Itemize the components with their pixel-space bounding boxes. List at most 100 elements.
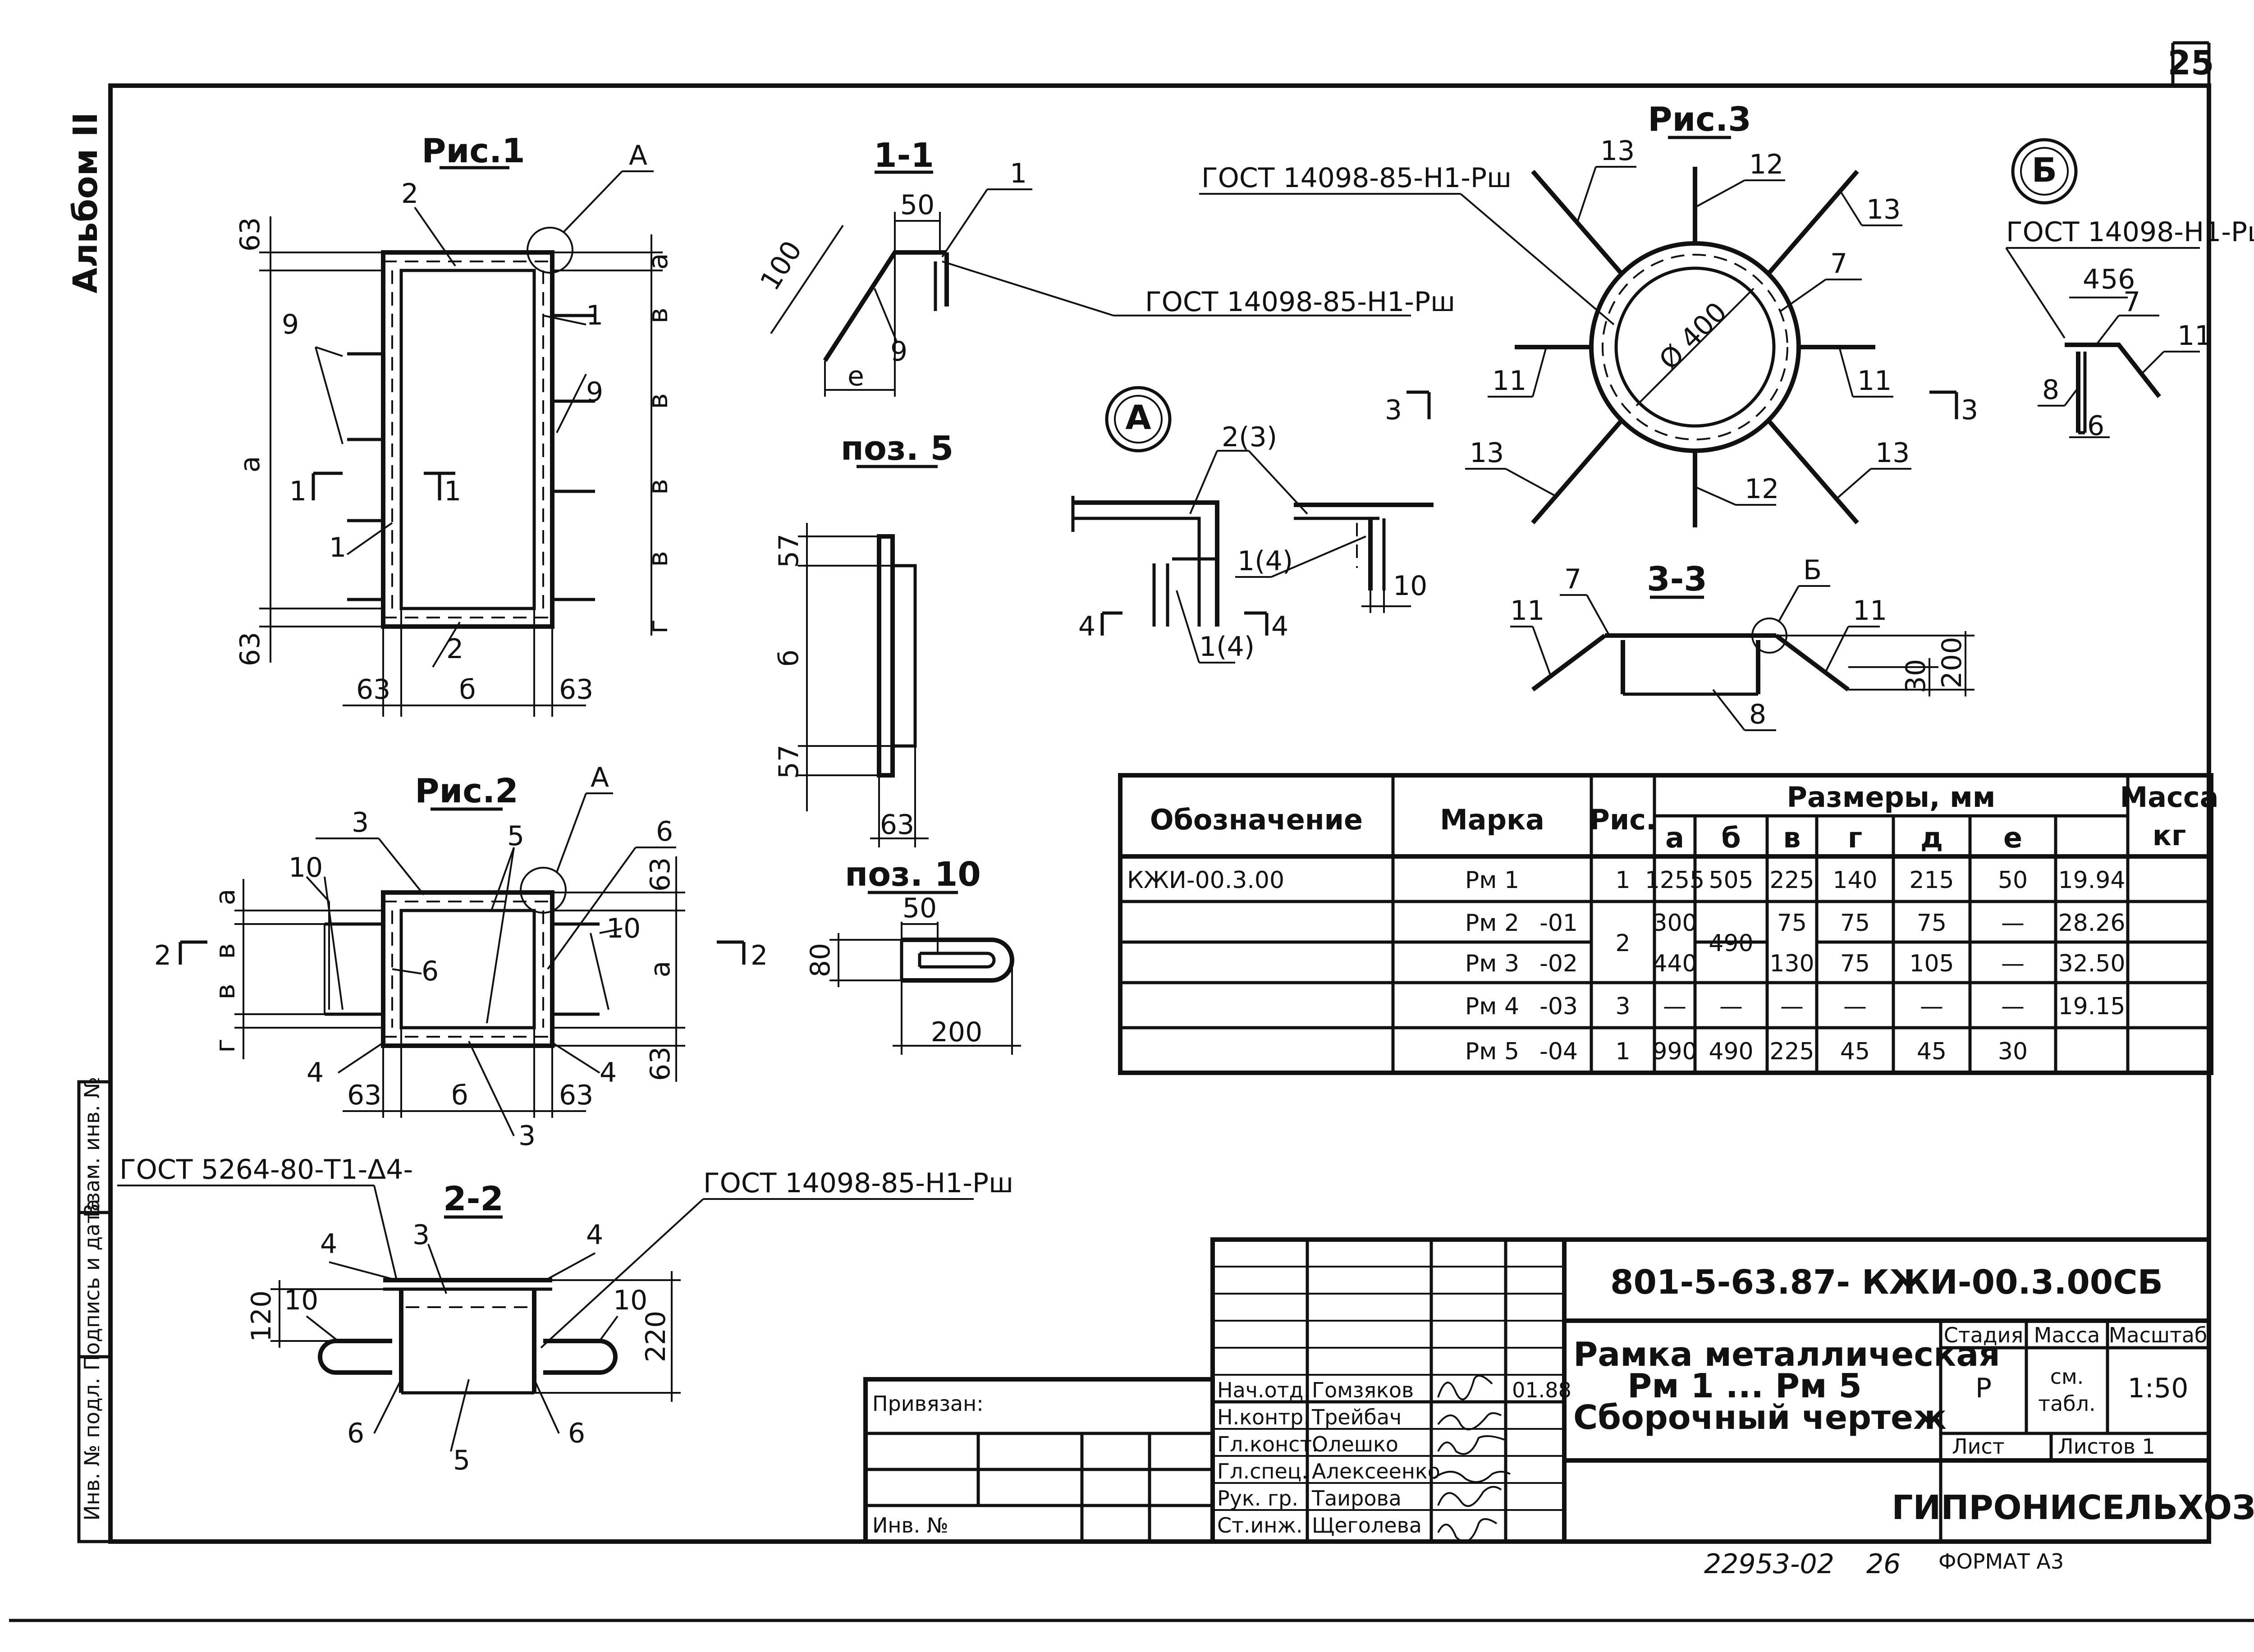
detail-a-section-left: 4 [1078,611,1095,642]
detail-a-section-right: 4 [1271,611,1288,642]
title-line-3: Сборочный чертеж [1573,1398,1947,1437]
th-size-g: г [1848,821,1862,854]
fig1-dim-v3: в [642,479,674,494]
fig1-dim-v4: в [642,551,674,567]
fig2-dim-top: 63 [645,857,676,892]
fig1-section-left: 1 [289,476,307,507]
cell-des: -02 [1539,950,1578,977]
fig2-dim-a: а [210,889,241,906]
title-block: 801-5-63.87- КЖИ-00.3.00СБ Рамка металли… [1210,1237,2254,1544]
spec-table: Обозначение Марка Рис. Размеры, мм Масса… [1118,773,2218,1075]
detail-b-dim-56: 56 [2101,264,2135,295]
cell-d: 105 [1909,950,1954,977]
sec33-part-7: 7 [1564,563,1581,595]
sheet-format: ФОРМАТ А3 [1938,1549,2064,1574]
cell-mass: 32.50 [2058,950,2126,977]
cell-mark: Рм 5 [1465,1038,1519,1065]
fig2-part-4-right: 4 [600,1057,617,1089]
cell-e: — [2001,993,2025,1020]
sec11-dim-e: е [848,361,864,392]
position-10: поз. 10 50 80 200 [805,855,1021,1055]
fig1-dim-a: а [642,253,674,270]
fig1-part-2-bottom: 2 [446,633,463,665]
fig2-dim-g: г [210,1039,241,1053]
pos10-dim-80: 80 [805,943,836,977]
cell-mass: 19.15 [2058,993,2126,1020]
sec33-dim-30: 30 [1900,659,1932,693]
fig1-dim-width: б [459,674,476,705]
fig2-section-left: 2 [154,940,171,971]
detail-b-part-11: 11 [2177,320,2212,352]
archive-page: 26 [1866,1548,1901,1580]
mass-header: Масса [2034,1323,2100,1347]
cell-v: 225 [1769,1038,1814,1065]
mass-value-1: см. [2050,1364,2084,1389]
th-sizes: Размеры, мм [1787,781,1996,814]
sec22-part-5: 5 [453,1445,470,1476]
sheet-header: Лист [1952,1434,2005,1459]
detail-b-label: Б [2032,151,2057,190]
role-label: Рук. гр. [1217,1486,1298,1510]
cell-e: — [2001,950,2025,977]
cell-fig: 3 [1615,993,1630,1020]
left-strip: Инв. № подл. Подпись и дата Взам. инв. № [77,1077,112,1543]
sec11-part-1: 1 [1010,158,1027,189]
sec11-dim-50: 50 [900,189,935,221]
cell-e: 50 [1998,867,2028,894]
cell-e: 30 [1998,1038,2028,1065]
fig1-part-2-top: 2 [401,178,418,210]
cell-d: 75 [1917,910,1947,937]
pos5-title: поз. 5 [841,429,953,468]
detail-a-part-14-right: 1(4) [1237,545,1293,577]
fig1-dim-right: 63 [559,674,593,705]
sec22-gost-right: ГОСТ 14098-85-Н1-Рш [703,1167,1013,1199]
cell-a: — [1663,993,1686,1020]
detail-b-part-7: 7 [2123,286,2140,318]
cell-mass: 28.26 [2058,910,2126,937]
th-mass-unit: кг [2153,819,2186,852]
sec22-part-4-right: 4 [586,1219,603,1251]
fig2-part-10-right: 10 [606,913,641,944]
fig2-section-right: 2 [751,940,768,971]
person-name: Таирова [1311,1486,1402,1510]
sheet-frame: 25 Альбом II [9,41,2254,1622]
fig2-callout: А [591,762,609,793]
role-label: Нач.отд. [1217,1378,1310,1402]
sheet-number: 25 [2168,44,2214,82]
fig2-dim-v2: в [210,984,241,999]
sec22-title: 2-2 [443,1180,504,1218]
fig3-part-13-tl: 13 [1600,135,1635,167]
cell-a: 300 [1652,910,1697,937]
sec22-part-3: 3 [412,1219,430,1251]
binding-label: Привязан: [872,1391,984,1416]
sec22-part-6-right: 6 [568,1418,585,1449]
cell-b: — [1719,993,1743,1020]
fig2-part-4-left: 4 [307,1057,324,1089]
sec22-part-4-left: 4 [320,1228,337,1260]
fig3-part-13-br: 13 [1875,437,1910,469]
fig2-part-5: 5 [507,820,524,852]
th-fig: Рис. [1589,803,1656,836]
fig3-title: Рис.3 [1648,100,1751,139]
fig1-callout: А [629,140,647,171]
cell-v: 225 [1769,867,1814,894]
person-name: Щеголева [1312,1513,1422,1538]
sec22-dim-220: 220 [640,1311,672,1363]
sec22-dim-120: 120 [246,1290,277,1342]
detail-b-gost: ГОСТ 14098-Н1-Рш [2006,216,2254,248]
fig3-part-11-left: 11 [1492,365,1526,397]
th-size-a: а [1665,821,1684,854]
sec22-part-6-left: 6 [347,1418,364,1449]
cell-a: 440 [1652,950,1697,977]
fig1-part-1-left: 1 [329,532,346,563]
role-label: Гл.спец. [1217,1459,1308,1483]
strip-inv-label: Инв. № подл. [80,1377,104,1520]
cell-g: 140 [1833,867,1877,894]
footer: 22953-02 26 ФОРМАТ А3 [1704,1548,2064,1580]
fig1-part-9-right: 9 [586,376,603,408]
fig3-section-right: 3 [1961,394,1978,426]
detail-b-part-8: 8 [2042,374,2059,406]
sec33-part-11-right: 11 [1853,595,1887,627]
cell-d: 215 [1909,867,1954,894]
